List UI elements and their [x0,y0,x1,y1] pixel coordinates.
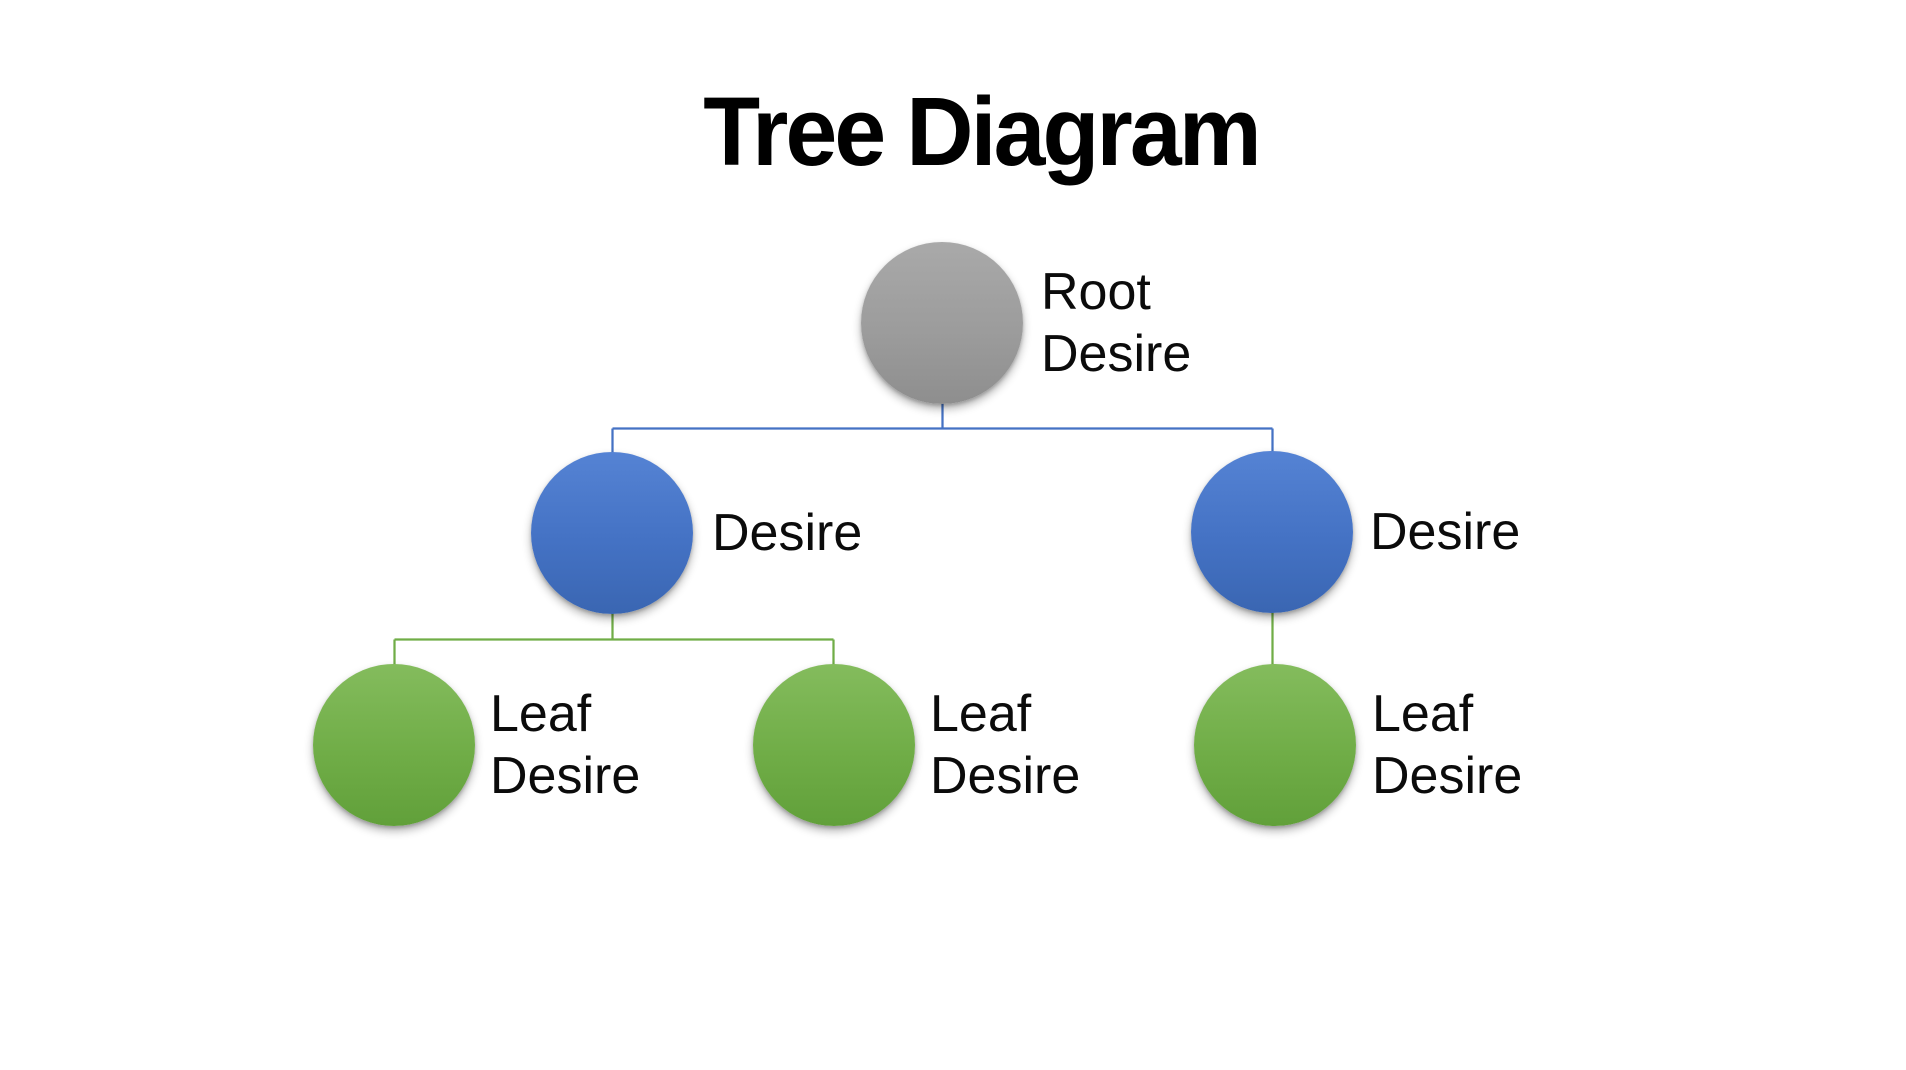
node-label-branch-right: Desire [1370,503,1521,561]
page-title: Tree Diagram [703,77,1261,186]
node-circle-leaf-left [313,664,475,826]
node-label-branch-left: Desire [712,504,863,562]
node-label-leaf-right: Leaf Desire [1372,685,1523,805]
node-circle-leaf-right [1194,664,1356,826]
node-circle-branch-left [531,452,693,614]
node-label-leaf-middle: Leaf Desire [930,685,1081,805]
node-label-root: Root Desire [1041,263,1192,383]
node-circle-branch-right [1191,451,1353,613]
node-label-leaf-left: Leaf Desire [490,685,641,805]
node-circle-root [861,242,1023,404]
node-circle-leaf-middle [753,664,915,826]
